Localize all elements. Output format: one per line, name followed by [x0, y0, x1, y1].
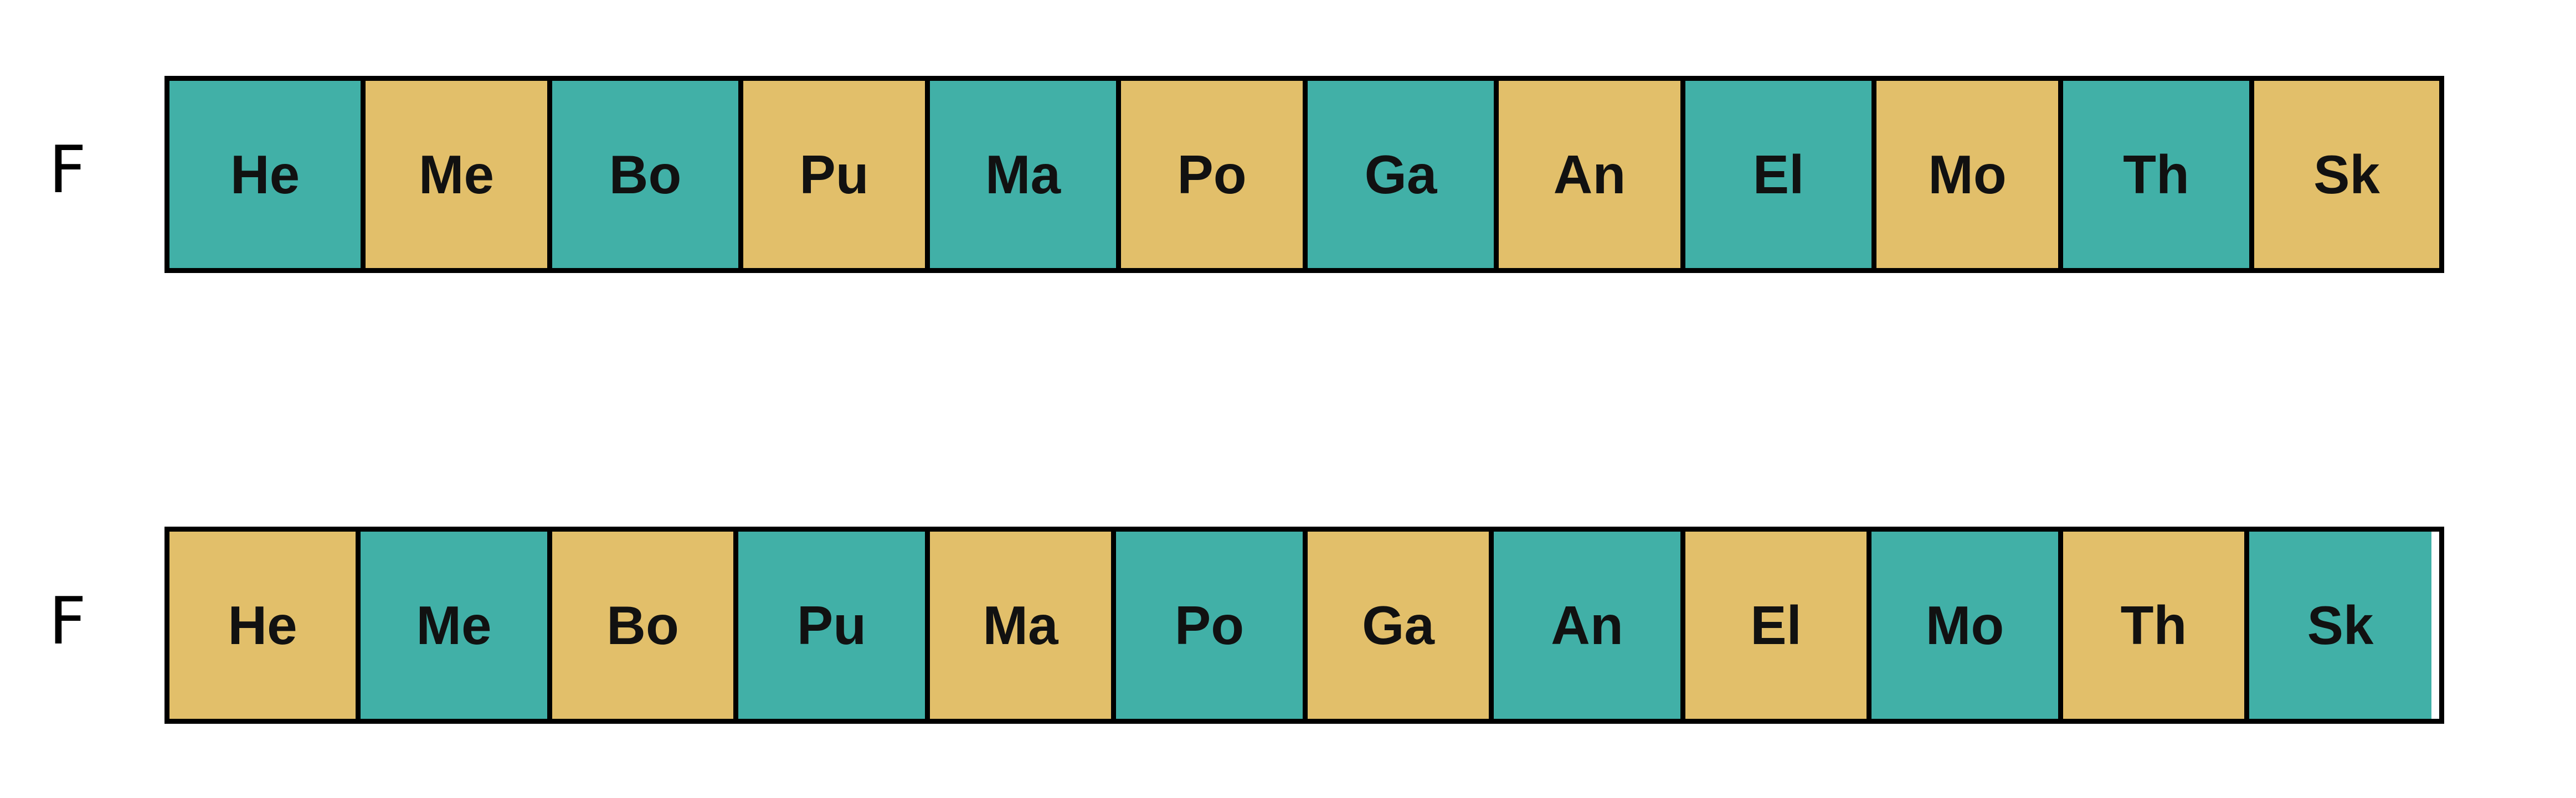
cell-pu: Pu: [738, 81, 925, 268]
cell-ga: Ga: [1303, 81, 1494, 268]
cell-th: Th: [2058, 532, 2244, 719]
cell-he: He: [169, 532, 356, 719]
cell-sk: Sk: [2244, 532, 2431, 719]
cell-po: Po: [1116, 81, 1303, 268]
cell-mo: Mo: [1871, 81, 2058, 268]
cell-ga: Ga: [1303, 532, 1489, 719]
cell-po: Po: [1111, 532, 1303, 719]
cell-mo: Mo: [1867, 532, 2058, 719]
cell-el: El: [1680, 81, 1871, 268]
cell-ma: Ma: [925, 81, 1116, 268]
cell-bo: Bo: [547, 532, 733, 719]
cell-bo: Bo: [547, 81, 738, 268]
cell-sk: Sk: [2249, 81, 2439, 268]
cell-th: Th: [2058, 81, 2249, 268]
row-label-2: F: [49, 583, 86, 659]
cell-pu: Pu: [733, 532, 925, 719]
cell-ma: Ma: [925, 532, 1111, 719]
cell-me: Me: [361, 81, 547, 268]
cell-el: El: [1680, 532, 1867, 719]
cell-me: Me: [356, 532, 547, 719]
cell-an: An: [1494, 81, 1680, 268]
cell-an: An: [1489, 532, 1680, 719]
row-label-1: F: [49, 131, 86, 208]
cell-he: He: [169, 81, 361, 268]
